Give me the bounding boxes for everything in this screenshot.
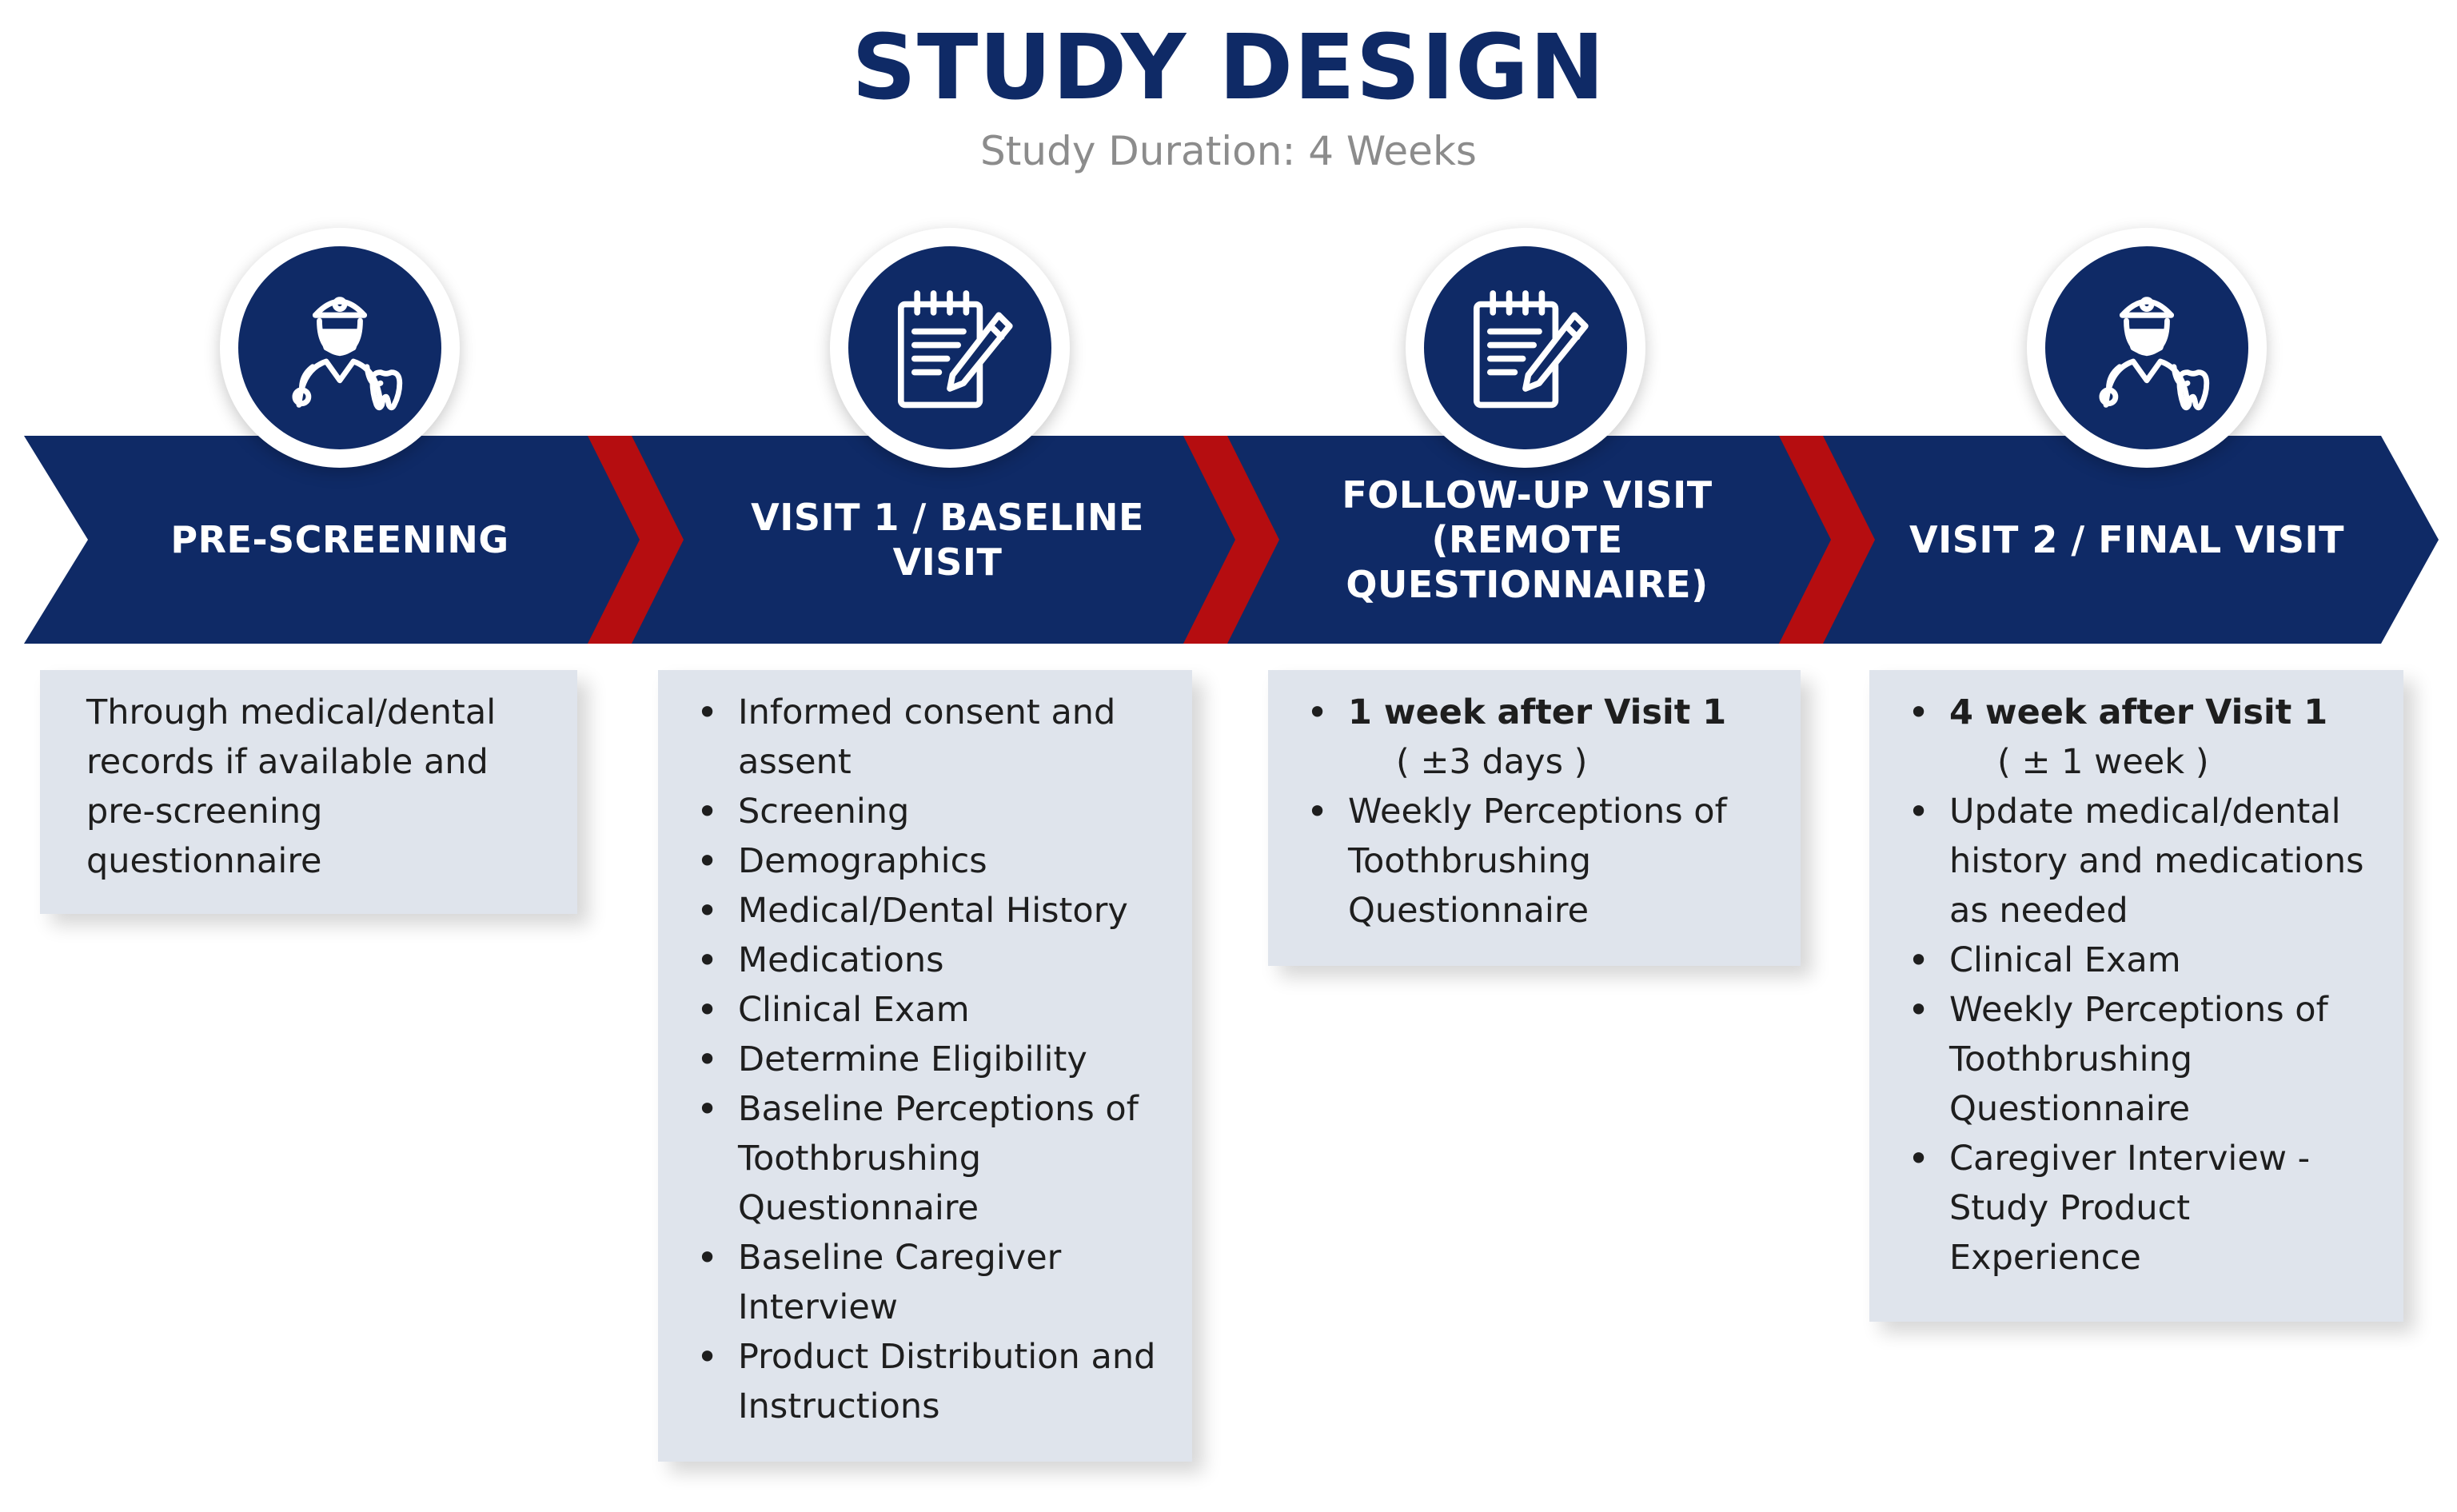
visit2-timing: 4 week after Visit 1 — [1949, 692, 2328, 732]
stage-label-followup: FOLLOW-UP VISIT (REMOTE QUESTIONNAIRE) — [1342, 473, 1713, 606]
list-item: Clinical Exam — [1903, 936, 2387, 985]
list-item: Baseline Caregiver Interview — [692, 1233, 1176, 1332]
stage-label-prescreening: PRE-SCREENING — [170, 518, 509, 561]
list-item: Weekly Perceptions of Toothbrushing Ques… — [1903, 985, 2387, 1134]
chevron-divider-2 — [1183, 436, 1279, 644]
followup-window: ( ±3 days ) — [1396, 742, 1588, 782]
stage-label-visit1: VISIT 1 / BASELINE VISIT — [751, 496, 1144, 584]
notepad-pencil-icon — [897, 290, 1013, 409]
stage-label-visit2: VISIT 2 / FINAL VISIT — [1909, 518, 2344, 561]
chevron-divider-3 — [1779, 436, 1875, 644]
list-item: Update medical/dental history and medica… — [1903, 787, 2387, 936]
list-item: Product Distribution and Instructions — [692, 1332, 1176, 1431]
list-item: Medical/Dental History — [692, 886, 1176, 936]
list-item: Demographics — [692, 836, 1176, 886]
details-visit1: Informed consent and assent Screening De… — [658, 670, 1192, 1462]
list-item: Weekly Perceptions of Toothbrushing Ques… — [1302, 787, 1785, 936]
prescreening-text: Through medical/dental records if availa… — [86, 692, 497, 881]
visit2-list: 4 week after Visit 1 ( ± 1 week ) Update… — [1903, 688, 2387, 1283]
page-title: STUDY DESIGN — [852, 16, 1605, 120]
visit1-list: Informed consent and assent Screening De… — [692, 688, 1176, 1431]
followup-list: 1 week after Visit 1 ( ±3 days ) Weekly … — [1302, 688, 1785, 936]
stage-circle-prescreening — [220, 228, 460, 468]
details-visit2: 4 week after Visit 1 ( ± 1 week ) Update… — [1869, 670, 2403, 1322]
details-prescreening: Through medical/dental records if availa… — [40, 670, 577, 914]
list-item: Screening — [692, 787, 1176, 836]
stage-circle-visit2 — [2027, 228, 2267, 468]
details-followup: 1 week after Visit 1 ( ±3 days ) Weekly … — [1268, 670, 1801, 966]
list-item: Medications — [692, 936, 1176, 985]
list-item: 1 week after Visit 1 ( ±3 days ) — [1302, 688, 1785, 787]
list-item: Clinical Exam — [692, 985, 1176, 1035]
notepad-pencil-icon — [1473, 290, 1589, 409]
list-item: Informed consent and assent — [692, 688, 1176, 787]
dentist-icon — [2099, 297, 2210, 411]
visit2-window: ( ± 1 week ) — [1997, 742, 2209, 782]
list-item: Baseline Perceptions of Toothbrushing Qu… — [692, 1084, 1176, 1233]
study-duration-subtitle: Study Duration: 4 Weeks — [980, 128, 1477, 174]
stage-circle-visit1 — [830, 228, 1070, 468]
dentist-icon — [292, 297, 403, 411]
followup-timing: 1 week after Visit 1 — [1348, 692, 1727, 732]
list-item: Caregiver Interview - Study Product Expe… — [1903, 1134, 2387, 1283]
list-item: Determine Eligibility — [692, 1035, 1176, 1084]
chevron-divider-1 — [588, 436, 684, 644]
stage-circle-followup — [1406, 228, 1645, 468]
list-item: 4 week after Visit 1 ( ± 1 week ) — [1903, 688, 2387, 787]
